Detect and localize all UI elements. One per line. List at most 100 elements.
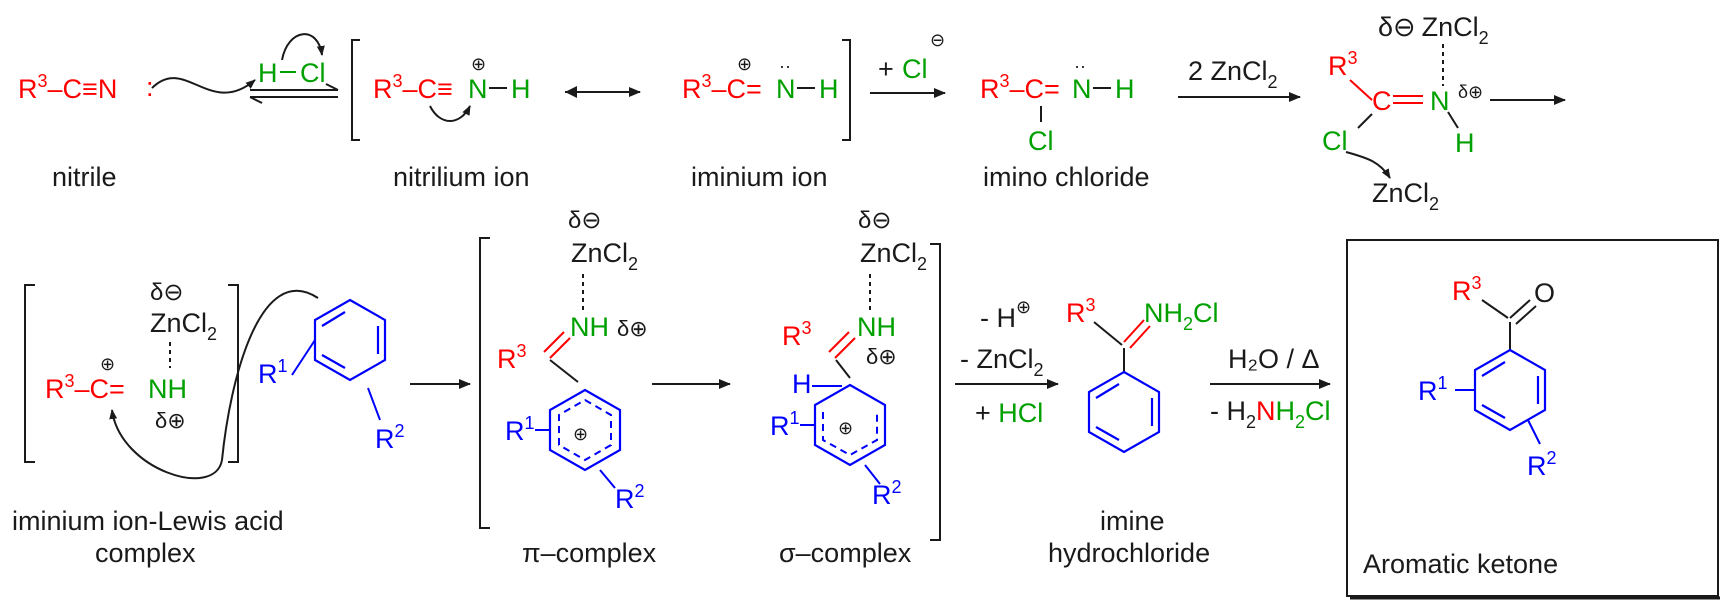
resonance-arrow [565, 86, 641, 98]
svg-text:ZnCl2: ZnCl2 [1372, 178, 1439, 214]
label-aromatic-ketone: Aromatic ketone [1363, 549, 1558, 579]
label-imine: imine [1100, 506, 1165, 536]
electron-arrow-chloride-leaving [1345, 151, 1391, 179]
svg-text:δ⊕: δ⊕ [155, 408, 186, 433]
svg-text:R1: R1 [1418, 373, 1448, 406]
svg-text:N: N [1072, 74, 1092, 104]
svg-text:H: H [1115, 74, 1135, 104]
bracket-right-row1 [842, 39, 851, 141]
imine-hydrochloride-structure: R3 NH2Cl [1066, 295, 1219, 454]
svg-text:⊖: ⊖ [930, 30, 945, 50]
svg-text:- ZnCl2: - ZnCl2 [960, 344, 1044, 380]
equilibrium-arrow [249, 83, 339, 104]
arene-reactant: R1 R2 [258, 298, 405, 454]
lewis-acid-complex-structure: δ⊖ ZnCl2 R3–C= ⊕ NH δ⊕ [45, 279, 217, 433]
svg-text:+: + [878, 54, 894, 84]
pi-complex-structure: δ⊖ ZnCl2 NH δ⊕ R3 ⊕ R1 R2 [497, 207, 648, 514]
svg-text:⊕: ⊕ [573, 424, 588, 444]
svg-text:R3–C=: R3–C= [682, 71, 762, 104]
svg-text:··: ·· [779, 56, 791, 76]
svg-text:R3–C=: R3–C= [980, 71, 1060, 104]
svg-text:NH2Cl: NH2Cl [1144, 298, 1219, 334]
hcl-reagent: H Cl [258, 58, 326, 88]
aromatic-ketone-structure: R3 O R1 R2 [1418, 273, 1557, 481]
label-nitrile: nitrile [52, 162, 117, 192]
svg-text:H: H [511, 74, 531, 104]
svg-text:ZnCl2: ZnCl2 [860, 238, 927, 274]
svg-text:δ⊕: δ⊕ [617, 316, 648, 341]
svg-text:N: N [1430, 86, 1450, 116]
svg-text:⊕: ⊕ [100, 354, 115, 374]
svg-text:R2: R2 [1527, 448, 1557, 481]
svg-text:N: N [776, 74, 796, 104]
iminium-structure: R3–C= ⊕ N ·· H [682, 54, 839, 104]
svg-text:R2: R2 [872, 477, 902, 510]
bracket-sigma-complex-right [930, 243, 941, 541]
label-hydrochloride: hydrochloride [1048, 538, 1210, 568]
add-chloride-step: R + Cl ⊖ [870, 30, 946, 98]
activated-imino-chloride: δ⊖ZnCl2 R3 C N δ⊕ H Cl ZnCl2 [1322, 12, 1489, 214]
svg-text:δ⊖: δ⊖ [568, 207, 601, 234]
svg-text:- H2NH2Cl: - H2NH2Cl [1210, 396, 1331, 432]
electron-arrow-nitrile [151, 77, 256, 94]
svg-text:δ⊕: δ⊕ [1458, 82, 1483, 102]
svg-text:Cl: Cl [1322, 126, 1348, 156]
svg-text:⊕: ⊕ [471, 54, 486, 74]
svg-text:Cl: Cl [300, 58, 326, 88]
svg-text:ZnCl2: ZnCl2 [571, 238, 638, 274]
label-pi-complex: π–complex [522, 538, 657, 568]
svg-text:NH: NH [857, 312, 896, 342]
label-nitrilium-ion: nitrilium ion [393, 162, 530, 192]
electron-arrow-hcl [281, 33, 325, 61]
svg-text:H: H [1455, 128, 1475, 158]
svg-text:δ⊕: δ⊕ [866, 344, 897, 369]
svg-text:R2: R2 [615, 481, 645, 514]
svg-text:R3: R3 [1452, 273, 1482, 306]
svg-text:R3–C=: R3–C= [45, 371, 125, 404]
svg-text:⊕: ⊕ [737, 54, 752, 74]
svg-text:H: H [792, 369, 812, 399]
svg-text:R3–C≡N: R3–C≡N [18, 71, 117, 104]
electron-arrow-arene-attack [109, 289, 319, 480]
svg-text:H: H [258, 58, 278, 88]
svg-text:R1: R1 [770, 408, 800, 441]
label-complex-line1: iminium ion-Lewis acid [12, 506, 284, 536]
svg-text:⊕: ⊕ [838, 418, 853, 438]
svg-text:O: O [1534, 278, 1555, 308]
svg-text:R3: R3 [1328, 48, 1358, 81]
svg-text::: : [146, 72, 154, 102]
svg-text:- H⊕: - H⊕ [980, 297, 1031, 333]
hydrolysis-step: H₂O / Δ - H2NH2Cl [1210, 344, 1331, 432]
bracket-left-row1 [351, 39, 360, 141]
label-iminium-ion: iminium ion [691, 162, 828, 192]
sigma-complex-structure: δ⊖ ZnCl2 NH δ⊕ R3 H ⊕ R1 R2 [770, 207, 927, 510]
svg-text:NH: NH [148, 374, 187, 404]
bracket-right-complex [228, 284, 239, 463]
bracket-pi-complex-left [479, 237, 490, 529]
svg-text:Cl: Cl [1028, 126, 1054, 156]
svg-text:δ⊖: δ⊖ [858, 207, 891, 234]
nitrilium-structure: R3–C≡ N ⊕ H [373, 54, 531, 104]
svg-text:R3–C≡: R3–C≡ [373, 71, 453, 104]
svg-text:N: N [468, 74, 488, 104]
svg-text:R1: R1 [258, 356, 288, 389]
svg-text:R3: R3 [782, 318, 812, 351]
svg-text:2 ZnCl2: 2 ZnCl2 [1188, 56, 1278, 92]
bracket-left-complex [24, 284, 35, 463]
svg-text:H: H [819, 74, 839, 104]
electron-arrow-nitrilium [429, 105, 471, 122]
svg-text:Cl: Cl [902, 54, 928, 84]
svg-text:R1: R1 [505, 413, 535, 446]
label-complex-line2: complex [95, 538, 196, 568]
svg-text:R3: R3 [497, 341, 527, 374]
zinc-chloride-step: 2 ZnCl2 [1178, 56, 1301, 102]
svg-text:+ HCl: + HCl [975, 398, 1043, 428]
nitrile-structure: R3–C≡N : [18, 71, 154, 104]
label-imino-chloride: imino chloride [983, 162, 1150, 192]
svg-text:C: C [1372, 86, 1392, 116]
svg-text:H₂O / Δ: H₂O / Δ [1228, 344, 1320, 374]
svg-text:R2: R2 [375, 421, 405, 454]
svg-text:R3: R3 [1066, 295, 1096, 328]
deprotonation-step: - H⊕ - ZnCl2 + HCl [955, 297, 1059, 428]
